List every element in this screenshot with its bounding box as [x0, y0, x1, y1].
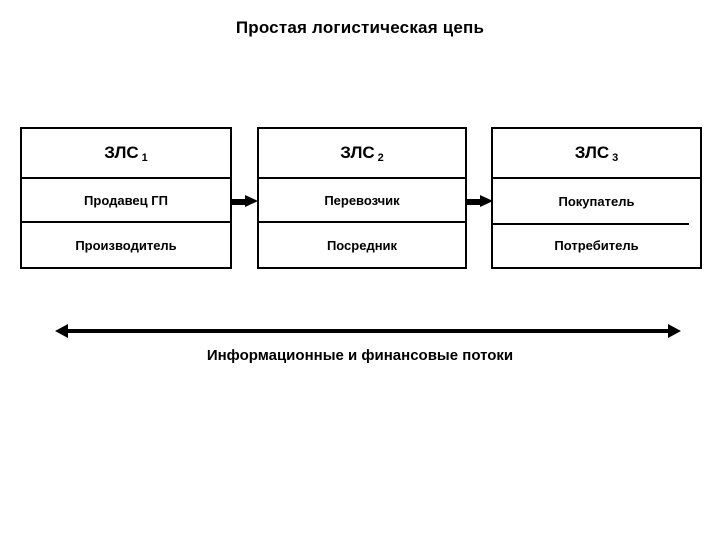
chain-node-2-actor: Посредник	[326, 237, 398, 253]
flow-arrow-shaft	[231, 199, 247, 205]
flow-arrow-head-icon	[245, 195, 258, 207]
arrow-head-left-icon	[55, 323, 68, 338]
bidirectional-flow-arrow	[55, 323, 681, 338]
chain-node-1-header-subscript: 1	[141, 152, 148, 164]
chain-node-1-actor: Производитель	[75, 237, 177, 253]
chain-node-3-header-subscript: 3	[612, 152, 619, 164]
flow-arrow-node2-to-node3	[466, 195, 494, 208]
chain-node-2-header-subscript: 2	[377, 152, 384, 164]
chain-node-2-role: Перевозчик	[259, 179, 465, 223]
bidirectional-flow-label: Информационные и финансовые потоки	[206, 347, 514, 364]
flow-arrow-node1-to-node2	[231, 195, 259, 208]
chain-node-1-header-label: ЗЛС	[104, 143, 139, 162]
chain-node-3-actor: Потребитель	[554, 237, 639, 253]
chain-node-1-role: Продавец ГП	[22, 179, 230, 223]
chain-node-3-header-label: ЗЛС	[574, 143, 610, 162]
page-title: Простая логистическая цепь	[235, 18, 485, 37]
chain-node-3-role: Покупатель	[493, 179, 700, 225]
flow-arrow-shaft	[466, 199, 482, 205]
arrow-shaft	[65, 328, 671, 333]
arrow-head-right-icon	[668, 323, 681, 338]
chain-node-2-header-label: ЗЛС	[340, 143, 375, 162]
flow-arrow-head-icon	[480, 195, 493, 207]
